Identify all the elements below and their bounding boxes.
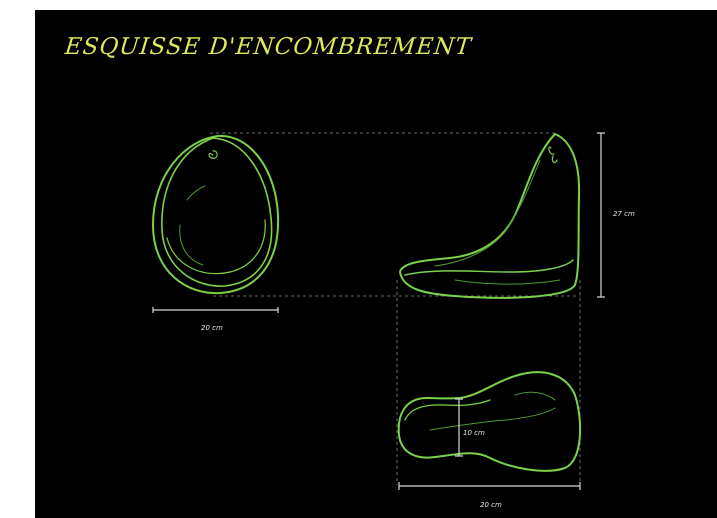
top-view-sketch <box>397 371 582 472</box>
side-view-sketch <box>399 133 581 299</box>
side-height-label: 27 cm <box>613 210 635 218</box>
front-view-sketch <box>152 134 280 295</box>
sketch-board: ESQUISSE D'ENCOMBREMENT <box>35 10 717 518</box>
sketch-drawing: 20 cm 27 cm 10 cm 20 cm <box>152 132 635 509</box>
top-length-label: 20 cm <box>480 501 502 509</box>
dimension-front-width: 20 cm <box>152 307 279 332</box>
dimension-top-width: 10 cm <box>455 398 485 457</box>
dimension-side-height: 27 cm <box>597 132 635 298</box>
front-width-label: 20 cm <box>201 324 223 332</box>
dimension-top-length: 20 cm <box>398 482 581 509</box>
top-width-label: 10 cm <box>463 429 485 437</box>
